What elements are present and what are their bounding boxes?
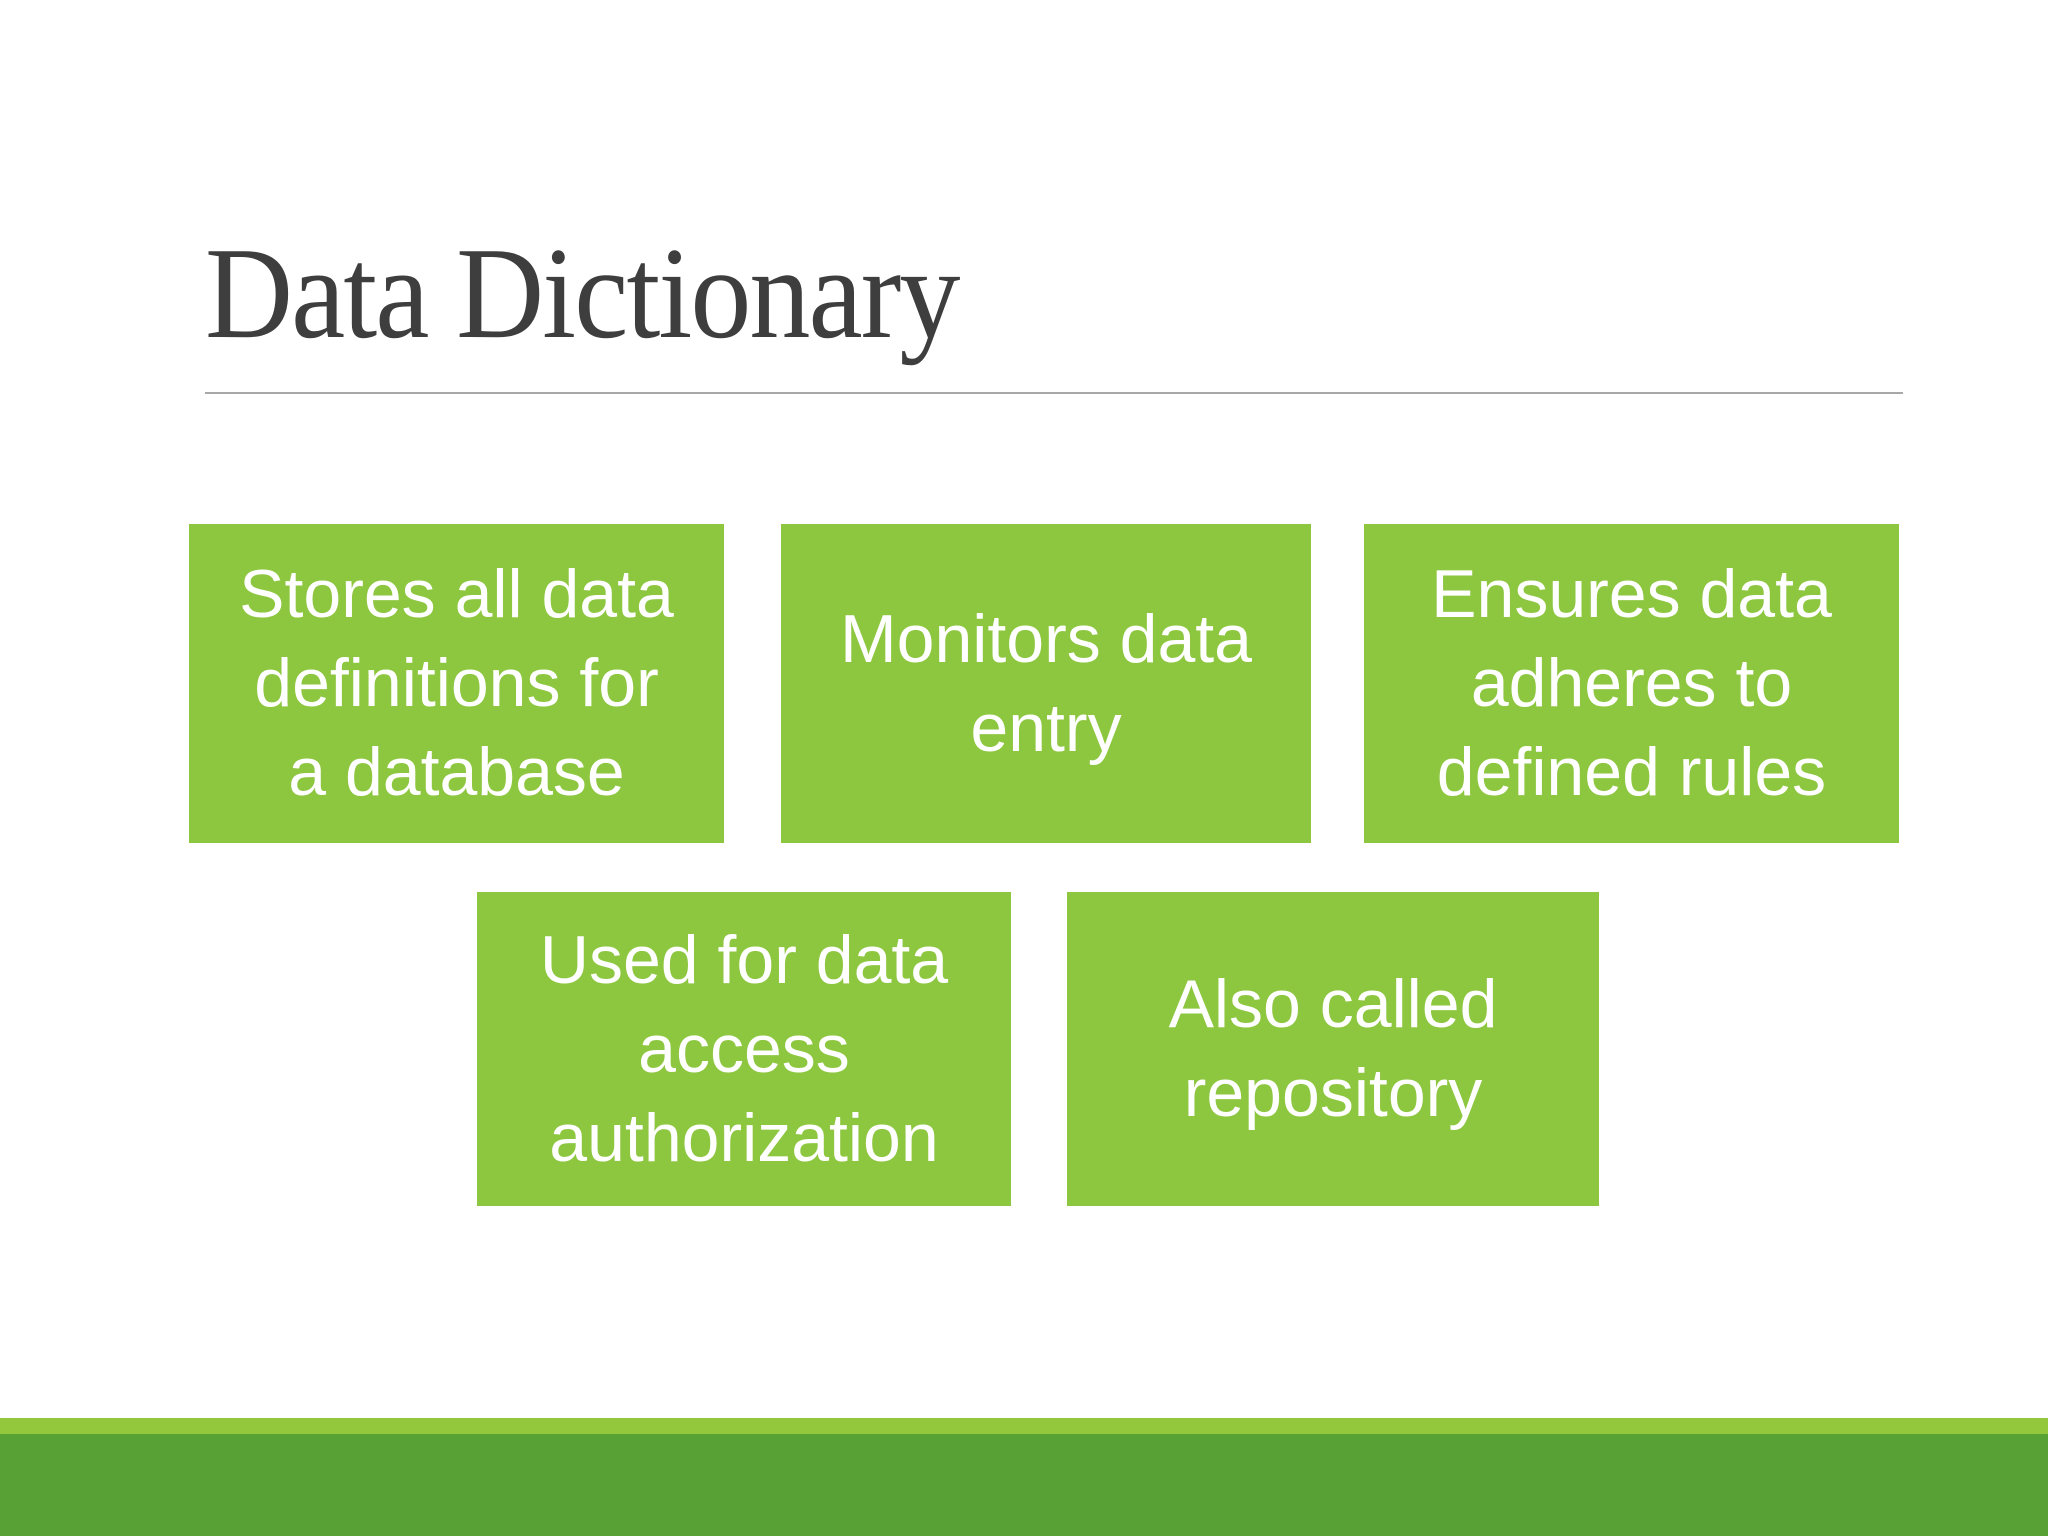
info-box-monitors-entry: Monitors data entry [781,524,1311,843]
info-box-stores-definitions: Stores all data definitions for a databa… [189,524,724,843]
title-underline [205,392,1903,394]
info-box-also-called-repository: Also called repository [1067,892,1599,1206]
footer-bar [0,1434,2048,1536]
slide-title: Data Dictionary [205,221,960,366]
info-box-access-authorization: Used for data access authorization [477,892,1011,1206]
footer-accent-strip [0,1418,2048,1434]
info-box-ensures-rules: Ensures data adheres to defined rules [1364,524,1899,843]
